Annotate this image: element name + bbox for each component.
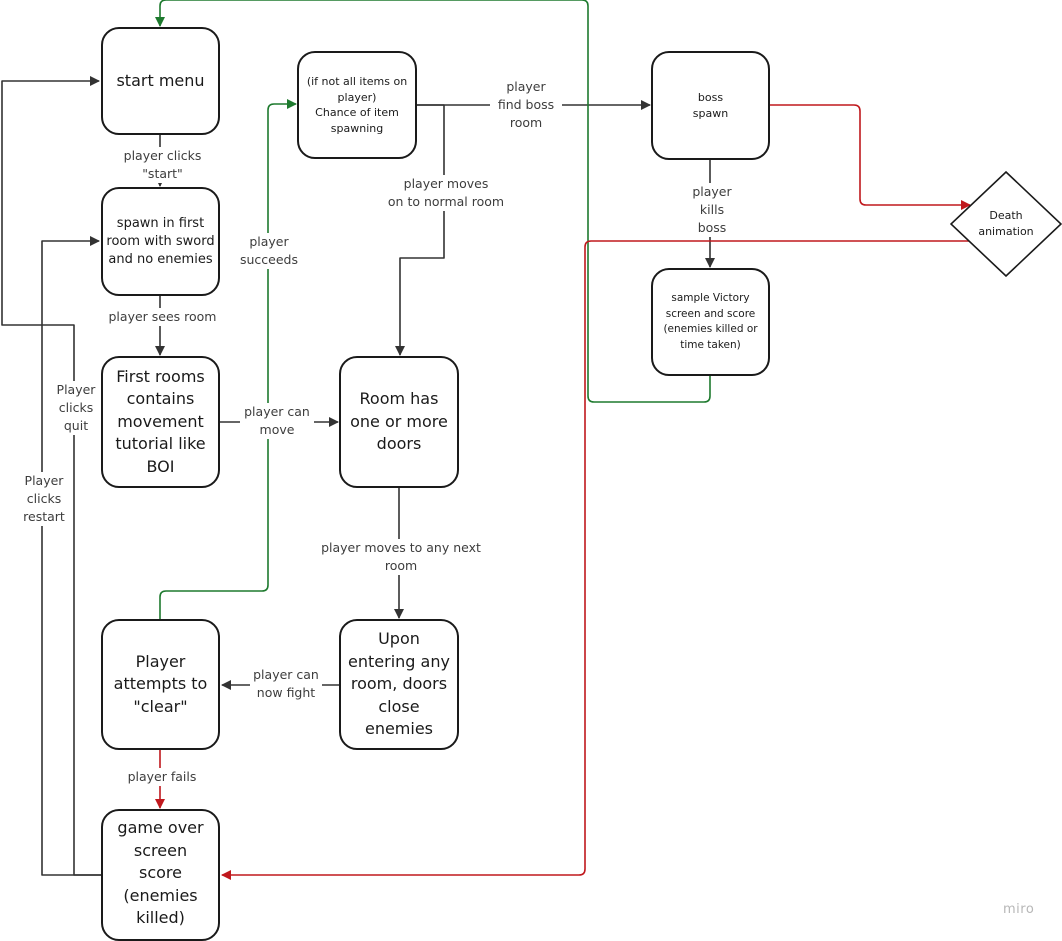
label-moves-next-room: player moves to any next room [304, 539, 498, 575]
victory-screen-node[interactable]: sample Victory screen and score (enemies… [651, 268, 770, 376]
label-player-fails: player fails [124, 768, 200, 786]
label-clicks-quit: Player clicks quit [52, 381, 100, 435]
room-has-doors-node[interactable]: Room has one or more doors [339, 356, 459, 488]
spawn-first-room-node[interactable]: spawn in first room with sword and no en… [101, 187, 220, 296]
label-can-move: player can move [240, 403, 314, 439]
item-spawning-text: (if not all items on player) Chance of i… [306, 75, 408, 135]
edge-death-to-game-over [221, 240, 978, 880]
item-spawning-node[interactable]: (if not all items on player) Chance of i… [297, 51, 417, 159]
label-clicks-start: player clicks "start" [100, 147, 225, 183]
label-sees-room: player sees room [104, 308, 221, 326]
player-attempts-clear-node[interactable]: Player attempts to "clear" [101, 619, 220, 750]
start-menu-text: start menu [116, 70, 205, 90]
spawn-first-room-text: spawn in first room with sword and no en… [106, 215, 215, 267]
death-diamond-shape [950, 171, 1062, 277]
start-menu-node[interactable]: start menu [101, 27, 220, 135]
upon-entering-room-node[interactable]: Upon entering any room, doors close enem… [339, 619, 459, 750]
boss-spawn-text: boss spawn [692, 91, 729, 120]
death-animation-text: Death animation [978, 209, 1034, 238]
edge-victory-to-start [155, 0, 711, 403]
victory-screen-text: sample Victory screen and score (enemies… [663, 292, 758, 351]
edge-item-to-room-doors [395, 104, 445, 356]
boss-spawn-node[interactable]: boss spawn [651, 51, 770, 160]
label-normal-room: player moves on to normal room [384, 175, 508, 211]
label-player-succeeds: player succeeds [236, 233, 302, 269]
label-kills-boss: player kills boss [686, 183, 738, 237]
label-clicks-restart: Player clicks restart [18, 472, 70, 526]
first-rooms-tutorial-node[interactable]: First rooms contains movement tutorial l… [101, 356, 220, 488]
death-animation-node[interactable]: Death animation [950, 171, 1062, 277]
miro-watermark: miro [1003, 902, 1035, 917]
edge-succeeds-to-item [159, 99, 297, 619]
room-has-doors-text: Room has one or more doors [350, 389, 448, 454]
edge-restart-to-spawn [41, 236, 101, 876]
game-over-screen-node[interactable]: game over screen score (enemies killed) [101, 809, 220, 941]
game-over-screen-text: game over screen score (enemies killed) [117, 818, 204, 927]
label-can-fight: player can now fight [250, 666, 322, 702]
label-find-boss-room: player find boss room [490, 78, 562, 132]
player-attempts-clear-text: Player attempts to "clear" [113, 651, 208, 716]
upon-entering-room-text: Upon entering any room, doors close enem… [348, 629, 450, 739]
first-rooms-tutorial-text: First rooms contains movement tutorial l… [115, 366, 206, 476]
edge-boss-to-death [770, 104, 971, 210]
